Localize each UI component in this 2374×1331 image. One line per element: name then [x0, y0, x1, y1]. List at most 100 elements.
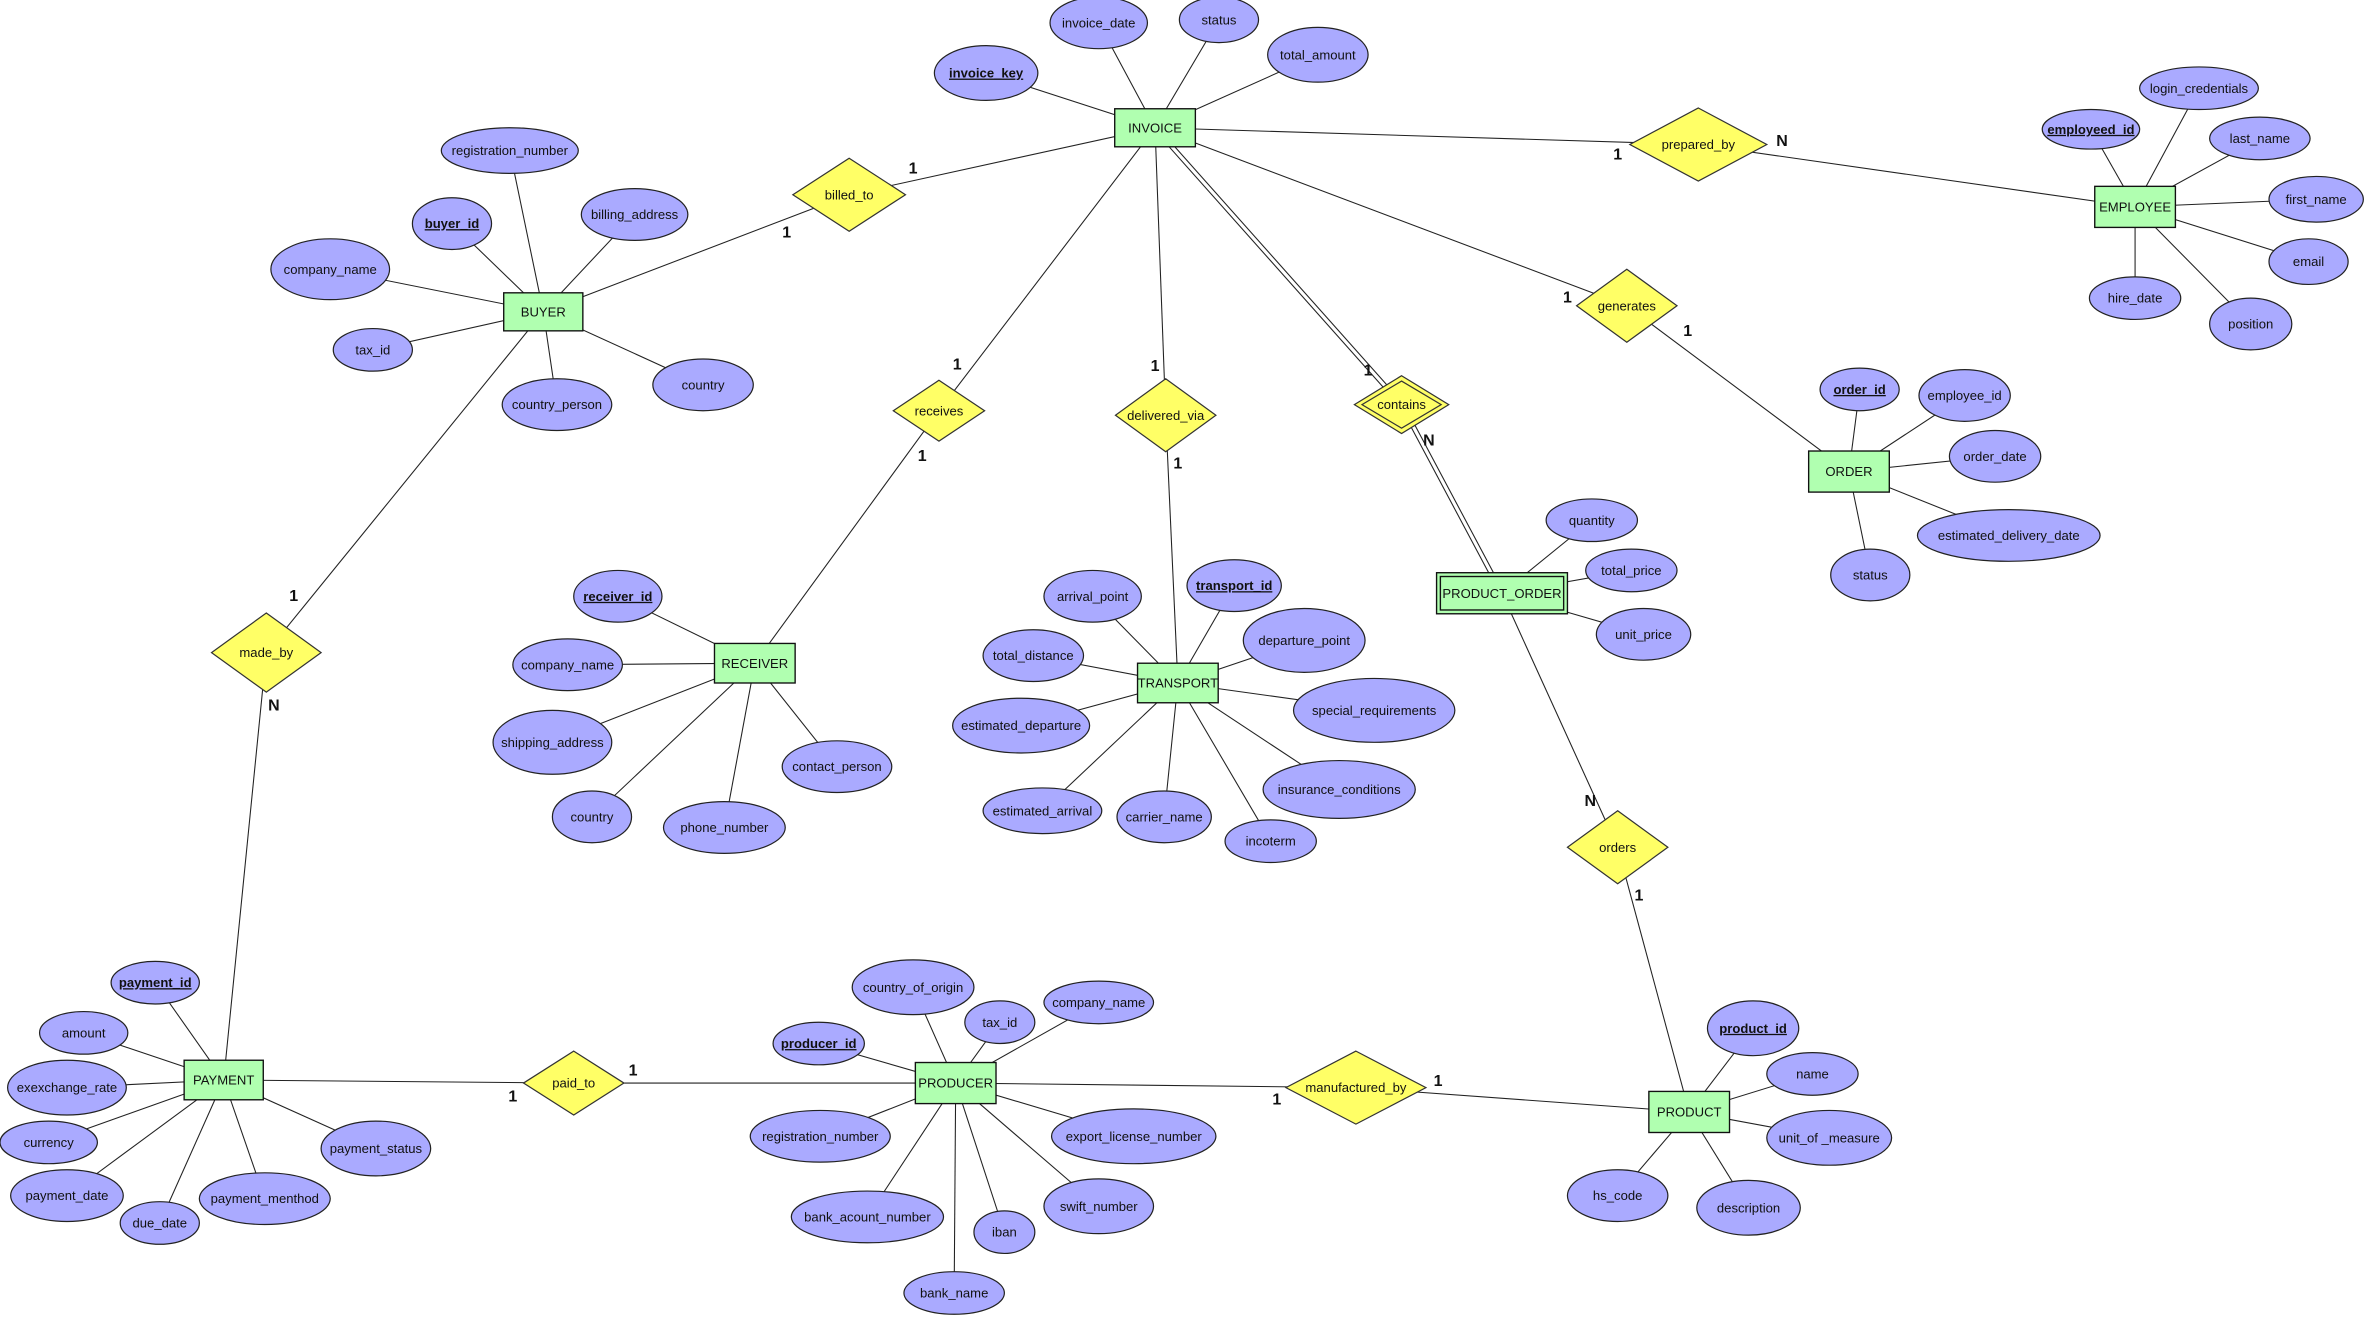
entity-producer[interactable]: PRODUCER [914, 1061, 997, 1105]
attribute-status[interactable]: status [1830, 548, 1911, 602]
entity-label: PRODUCT [1657, 1105, 1722, 1120]
attribute-first-name[interactable]: first_name [2268, 175, 2364, 223]
attribute-bank-name[interactable]: bank_name [903, 1271, 1005, 1315]
attribute-unit-of-measure[interactable]: unit_of _measure [1766, 1109, 1893, 1166]
relationship-made-by[interactable]: made_by [210, 612, 323, 693]
attribute-key-producer-id[interactable]: producer_id [772, 1021, 865, 1066]
attribute-key-payment-id[interactable]: payment_id [110, 960, 200, 1005]
attribute-country[interactable]: country [551, 790, 633, 844]
attribute-order-date[interactable]: order_date [1948, 429, 2042, 483]
attribute-ellipse [119, 1201, 200, 1245]
attribute-registration-number[interactable]: registration_number [749, 1109, 891, 1163]
relationship-manufactured-by[interactable]: manufactured_by [1284, 1050, 1428, 1125]
attribute-arrival-point[interactable]: arrival_point [1043, 569, 1142, 623]
attribute-country-person[interactable]: country_person [501, 378, 613, 432]
attribute-company-name[interactable]: company_name [1043, 980, 1155, 1025]
attribute-total-price[interactable]: total_price [1585, 548, 1678, 593]
relationship-prepared-by[interactable]: prepared_by [1628, 107, 1769, 182]
attribute-status[interactable]: status [1178, 0, 1260, 44]
entity-invoice[interactable]: INVOICE [1114, 108, 1197, 148]
attribute-description[interactable]: description [1696, 1179, 1801, 1236]
attribute-special-requirements[interactable]: special_requirements [1292, 677, 1456, 743]
attribute-total-distance[interactable]: total_distance [982, 629, 1085, 683]
attribute-phone-number[interactable]: phone_number [662, 801, 786, 854]
attribute-label: login_credentials [2150, 81, 2249, 96]
relationship-line-billed_to-buyer [543, 194, 850, 313]
attribute-key-buyer-id[interactable]: buyer_id [411, 197, 493, 251]
attribute-registration-number[interactable]: registration_number [440, 127, 579, 175]
relationship-line-contains-product_order [1402, 403, 1505, 593]
attribute-tax-id[interactable]: tax_id [332, 327, 414, 372]
entity-product-order[interactable]: PRODUCT_ORDER [1435, 572, 1569, 615]
entity-employee[interactable]: EMPLOYEE [2094, 185, 2177, 229]
attribute-name[interactable]: name [1766, 1052, 1859, 1096]
attribute-key-invoice-key[interactable]: invoice_key [933, 45, 1039, 102]
attribute-total-amount[interactable]: total_amount [1267, 26, 1369, 83]
attribute-last-name[interactable]: last_name [2209, 116, 2311, 161]
attribute-departure-point[interactable]: departure_point [1242, 607, 1366, 673]
attribute-position[interactable]: position [2209, 297, 2293, 351]
attribute-bank-acount-number[interactable]: bank_acount_number [790, 1190, 945, 1244]
relationship-receives[interactable]: receives [892, 379, 986, 442]
attribute-login-credentials[interactable]: login_credentials [2139, 66, 2259, 111]
attribute-estimated-arrival[interactable]: estimated_arrival [982, 787, 1103, 835]
attribute-estimated-departure[interactable]: estimated_departure [952, 697, 1091, 754]
attribute-line-transport [1177, 682, 1272, 842]
relationship-generates[interactable]: generates [1575, 268, 1679, 344]
attribute-incoterm[interactable]: incoterm [1224, 819, 1317, 864]
attribute-amount[interactable]: amount [38, 1010, 129, 1055]
attribute-ellipse [1916, 508, 2101, 562]
relationship-delivered-via[interactable]: delivered_via [1114, 378, 1217, 453]
attribute-estimated-delivery-date[interactable]: estimated_delivery_date [1916, 508, 2101, 562]
attribute-payment-date[interactable]: payment_date [10, 1169, 124, 1223]
attribute-country[interactable]: country [652, 358, 754, 412]
cardinality-label: N [1585, 793, 1597, 810]
attribute-tax-id[interactable]: tax_id [964, 1000, 1036, 1045]
attribute-key-order-id[interactable]: order_id [1819, 367, 1900, 412]
attribute-line-producer [955, 1082, 1005, 1233]
attribute-invoice-date[interactable]: invoice_date [1049, 0, 1149, 50]
attribute-currency[interactable]: currency [0, 1120, 98, 1165]
attribute-key-transport-id[interactable]: transport_id [1186, 559, 1282, 613]
attribute-carrier-name[interactable]: carrier_name [1116, 790, 1212, 844]
attribute-export-license-number[interactable]: export_license_number [1050, 1108, 1217, 1165]
attribute-billing-address[interactable]: billing_address [580, 188, 689, 241]
attribute-employee-id[interactable]: employee_id [1918, 369, 2011, 422]
attribute-company-name[interactable]: company_name [270, 238, 391, 301]
attribute-key-receiver-id[interactable]: receiver_id [573, 569, 663, 623]
attribute-company-name[interactable]: company_name [512, 638, 624, 692]
attribute-payment-menthod[interactable]: payment_menthod [198, 1172, 331, 1226]
entity-buyer[interactable]: BUYER [503, 292, 584, 332]
relationship-contains[interactable]: contains [1353, 375, 1450, 435]
attribute-hire-date[interactable]: hire_date [2088, 276, 2182, 321]
attribute-label: amount [62, 1025, 106, 1040]
attribute-label: product_id [1719, 1021, 1787, 1036]
attribute-email[interactable]: email [2268, 238, 2349, 286]
attribute-insurance-conditions[interactable]: insurance_conditions [1262, 759, 1416, 819]
entity-product[interactable]: PRODUCT [1648, 1090, 1731, 1134]
entity-order[interactable]: ORDER [1807, 450, 1890, 493]
attribute-key-employeed-id[interactable]: employeed_id [2041, 108, 2141, 150]
entity-payment[interactable]: PAYMENT [183, 1059, 264, 1101]
attribute-line-producer [953, 1083, 957, 1293]
attribute-swift-number[interactable]: swift_number [1043, 1178, 1155, 1235]
attribute-shipping-address[interactable]: shipping_address [492, 709, 613, 775]
relationship-billed-to[interactable]: billed_to [791, 157, 907, 232]
relationship-paid-to[interactable]: paid_to [522, 1050, 626, 1116]
attribute-unit-price[interactable]: unit_price [1595, 607, 1692, 661]
attribute-key-product-id[interactable]: product_id [1706, 1000, 1800, 1057]
attribute-iban[interactable]: iban [973, 1210, 1036, 1255]
attribute-contact-person[interactable]: contact_person [781, 740, 893, 794]
attribute-due-date[interactable]: due_date [119, 1201, 200, 1245]
diamond-shape [892, 379, 986, 442]
attribute-ellipse [1262, 759, 1416, 819]
entity-transport[interactable]: TRANSPORT [1136, 662, 1219, 704]
entity-receiver[interactable]: RECEIVER [713, 642, 796, 684]
attribute-ellipse [10, 1169, 124, 1223]
attribute-exexchange-rate[interactable]: exexchange_rate [7, 1059, 127, 1116]
attribute-quantity[interactable]: quantity [1545, 498, 1639, 543]
relationship-orders[interactable]: orders [1566, 810, 1669, 885]
attribute-payment-status[interactable]: payment_status [320, 1120, 432, 1177]
attribute-hs-code[interactable]: hs_code [1566, 1169, 1669, 1223]
attribute-country-of-origin[interactable]: country_of_origin [851, 959, 975, 1016]
